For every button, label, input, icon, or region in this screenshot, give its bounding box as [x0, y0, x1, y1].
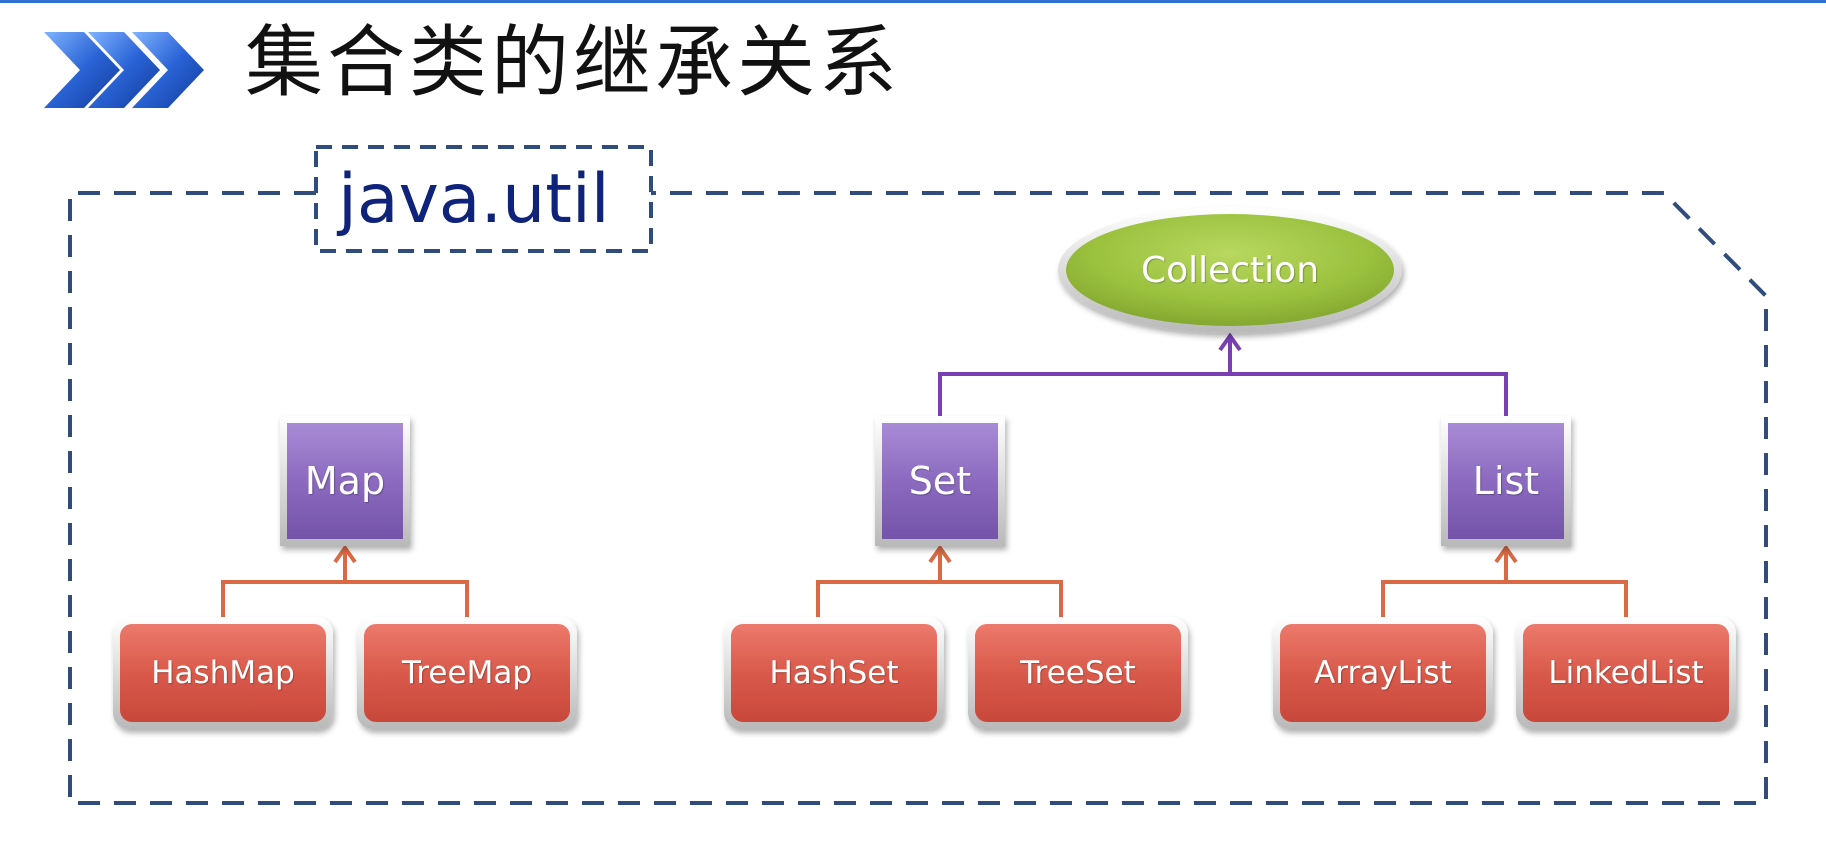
linkedlist-label: LinkedList — [1548, 655, 1704, 691]
treemap-label: TreeMap — [401, 655, 532, 691]
package-label-frame — [314, 145, 653, 253]
connector-set — [816, 544, 1063, 617]
linkedlist-node — [1516, 617, 1736, 729]
package-label: java.util — [338, 160, 610, 239]
arraylist-node — [1273, 617, 1493, 729]
hashset-label: HashSet — [769, 655, 899, 691]
set-node — [875, 416, 1005, 546]
set-label: Set — [908, 459, 972, 503]
hashset-node — [724, 617, 944, 729]
page-title: 集合类的继承关系 — [245, 18, 902, 108]
arraylist-label: ArrayList — [1314, 655, 1452, 691]
top-accent-rule — [0, 0, 1826, 3]
connector-map — [221, 544, 469, 617]
hashmap-node — [113, 617, 333, 729]
chevron-arrows-icon — [44, 32, 204, 108]
hashmap-label: HashMap — [151, 655, 295, 691]
map-label: Map — [304, 459, 386, 503]
connector-collection — [938, 332, 1508, 420]
list-node — [1441, 416, 1571, 546]
treeset-label: TreeSet — [1020, 655, 1136, 691]
connector-list — [1381, 544, 1628, 617]
map-node — [280, 416, 410, 546]
collection-label: Collection — [1140, 249, 1320, 291]
treemap-node — [357, 617, 577, 729]
collection-node — [1058, 207, 1402, 333]
list-label: List — [1472, 459, 1540, 503]
treeset-node — [968, 617, 1188, 729]
